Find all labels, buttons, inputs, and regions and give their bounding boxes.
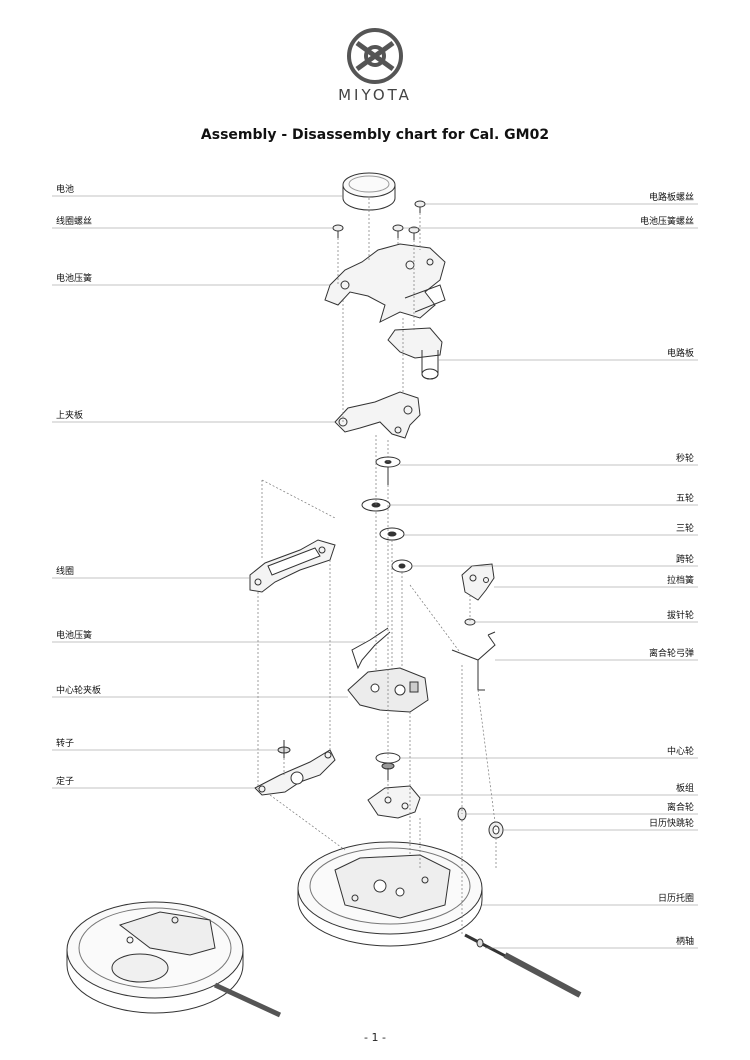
- label-circuit-screw: 电路板螺丝: [649, 191, 694, 203]
- brand-name: MIYOTA: [338, 86, 412, 104]
- battery-part: [342, 172, 396, 211]
- setting-lever-spring: [461, 563, 495, 601]
- label-setting-lever-spring: 拉档簧: [667, 574, 694, 586]
- label-calendar-quick-wheel: 日历快跳轮: [649, 817, 694, 829]
- assembled-movement: [66, 901, 282, 1018]
- label-upper-plate: 上夹板: [56, 409, 83, 421]
- right-labels: 电路板螺丝 电池压簧螺丝 电路板 秒轮 五轮 三轮 跨轮 拉档簧 拔针轮 离合轮…: [640, 191, 694, 947]
- left-labels: 电池 线圈螺丝 电池压簧 上夹板 线圈 电池压簧 中心轮夹板 转子 定子: [56, 183, 101, 787]
- label-fifth-wheel: 五轮: [676, 492, 694, 504]
- label-battery-spring: 电池压簧: [56, 272, 92, 284]
- plate-assembly: [367, 785, 421, 819]
- label-battery-spring-2: 电池压簧: [56, 629, 92, 641]
- coil-part: [249, 539, 336, 593]
- label-coil-screw: 线圈螺丝: [56, 215, 92, 227]
- label-battery-spring-screw: 电池压簧螺丝: [640, 215, 694, 227]
- circuit-screw-b: [408, 226, 420, 240]
- label-circuit-board: 电路板: [667, 347, 694, 359]
- assembly-guides: [257, 198, 497, 935]
- third-wheel: [379, 527, 405, 541]
- battery-spring-screw: [392, 224, 404, 238]
- clutch-lever-spring: [451, 631, 496, 691]
- label-winding-stem: 柄轴: [676, 935, 694, 947]
- coil-screw: [332, 224, 344, 238]
- battery-spring-2: [351, 627, 391, 670]
- circuit-board: [387, 327, 443, 359]
- leader-lines: [52, 195, 698, 949]
- label-setting-wheel: 拔针轮: [667, 609, 694, 621]
- label-intermediate-wheel: 跨轮: [676, 553, 694, 565]
- page-number: - 1 -: [364, 1031, 386, 1044]
- label-rotor: 转子: [56, 737, 74, 749]
- circuit-screw-a: [414, 200, 426, 213]
- intermediate-wheel: [391, 559, 413, 573]
- winding-stem: [464, 933, 582, 998]
- label-center-wheel-bridge: 中心轮夹板: [56, 684, 101, 696]
- label-battery: 电池: [56, 183, 74, 195]
- movement-base: [297, 841, 483, 947]
- miyota-logo: [347, 28, 403, 84]
- label-center-wheel: 中心轮: [667, 745, 694, 757]
- page-title: Assembly - Disassembly chart for Cal. GM…: [200, 127, 550, 143]
- label-second-wheel: 秒轮: [676, 452, 694, 464]
- label-stator: 定子: [56, 775, 74, 787]
- upper-plate: [334, 391, 421, 439]
- label-coil: 线圈: [56, 565, 74, 577]
- label-date-ring-holder: 日历托圈: [658, 892, 694, 904]
- battery-spring-plate: [324, 243, 446, 323]
- label-third-wheel: 三轮: [676, 522, 694, 534]
- label-clutch-wheel: 离合轮: [667, 801, 694, 813]
- label-clutch-lever-spring: 离合轮弓弹: [649, 647, 694, 659]
- rotor-part: [277, 740, 291, 758]
- label-plate-assembly: 板组: [676, 782, 694, 794]
